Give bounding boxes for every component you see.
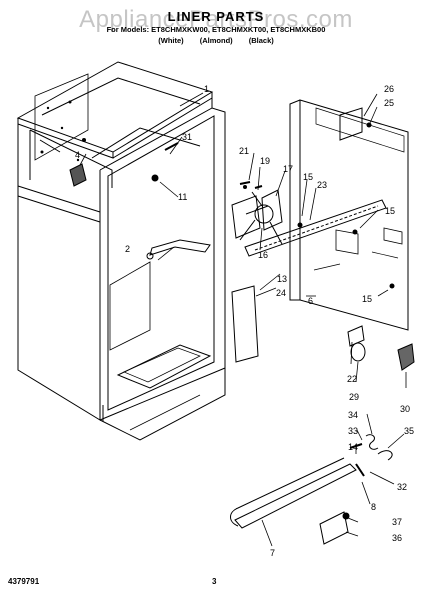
- callout-30: 30: [400, 404, 410, 414]
- evaporator-cover-assembly: [231, 99, 415, 371]
- defrost-heater-assembly: [230, 434, 393, 545]
- watermark: AppliancePartsPros.com: [79, 6, 353, 33]
- callout-21: 21: [239, 146, 249, 156]
- callout-19: 19: [260, 156, 270, 166]
- callout-32: 32: [397, 482, 407, 492]
- callout-17: 17: [283, 164, 293, 174]
- page-title: LINER PARTS: [167, 9, 265, 24]
- callout-16: 16: [258, 250, 268, 260]
- document-number: 4379791: [8, 577, 40, 586]
- color-list: (White) (Almond) (Black): [158, 36, 274, 45]
- callout-24: 24: [276, 288, 286, 298]
- callout-37: 37: [392, 517, 402, 527]
- callout-35: 35: [404, 426, 414, 436]
- callout-31: 31: [182, 132, 192, 142]
- page-number: 3: [212, 577, 217, 586]
- callout-13: 13: [277, 274, 287, 284]
- callout-15c: 15: [362, 294, 372, 304]
- callout-26: 26: [384, 84, 394, 94]
- callout-34: 34: [348, 410, 358, 420]
- model-list: For Models: ET8CHMXKW00, ET8CHMXKT00, ET…: [106, 25, 326, 34]
- callout-11: 11: [178, 192, 187, 202]
- callout-25: 25: [384, 98, 394, 108]
- callout-15a: 15: [303, 172, 313, 182]
- callout-29: 29: [349, 392, 359, 402]
- callout-6: 6: [308, 296, 313, 306]
- callout-2: 2: [125, 244, 130, 254]
- callout-33: 33: [348, 426, 358, 436]
- callout-36: 36: [392, 533, 402, 543]
- callout-4: 4: [75, 150, 80, 160]
- callout-7: 7: [270, 548, 275, 558]
- callout-14: 14: [348, 442, 358, 452]
- callout-15b: 15: [385, 206, 395, 216]
- callout-23: 23: [317, 180, 327, 190]
- callout-8: 8: [371, 502, 376, 512]
- callout-labels: 1 2 4 31 11 21 19 17 15 23 15 16 13 24 6…: [75, 84, 414, 558]
- callout-22: 22: [347, 374, 357, 384]
- liner-assembly: [16, 61, 226, 441]
- leader-lines: [79, 92, 407, 547]
- callout-1: 1: [204, 84, 209, 94]
